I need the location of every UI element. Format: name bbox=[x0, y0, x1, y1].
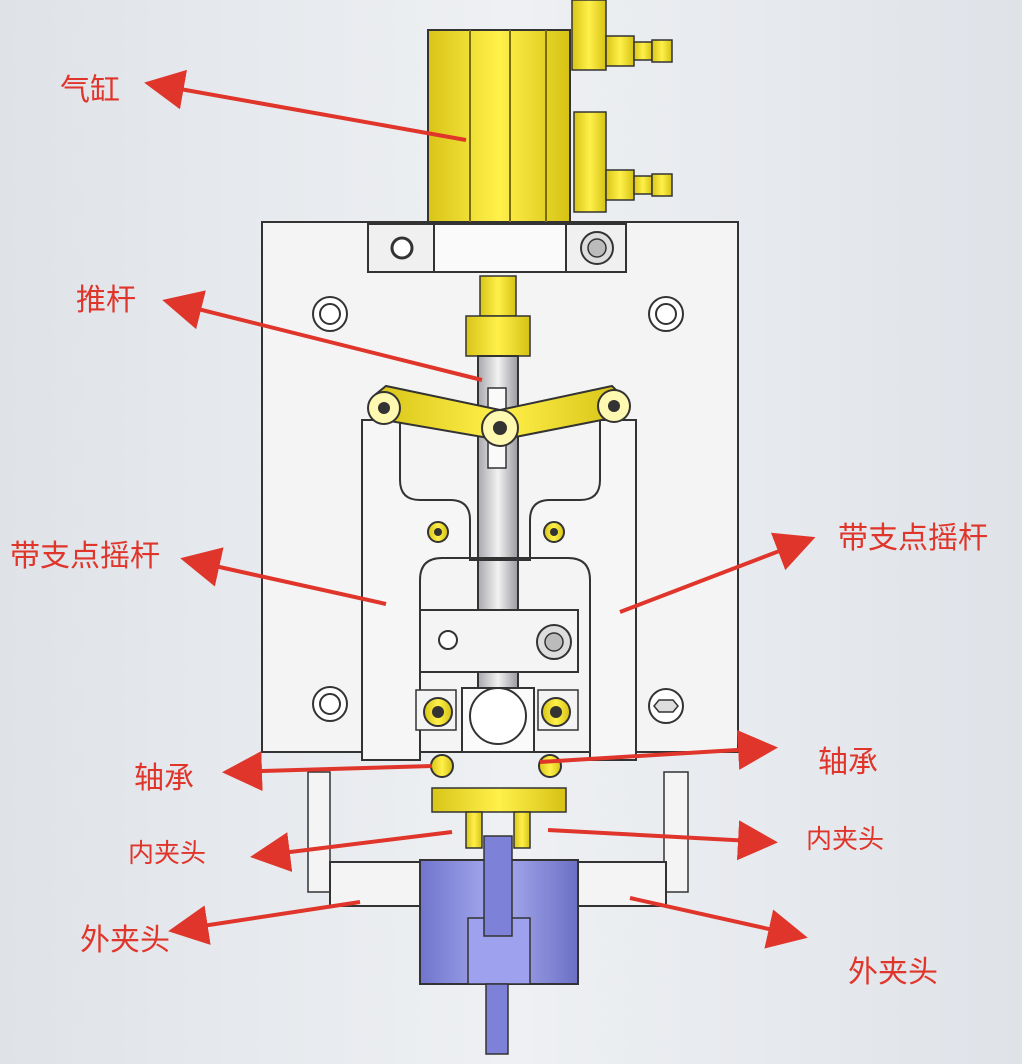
cylinder-mount-block bbox=[367, 223, 627, 273]
blue-chuck-body bbox=[419, 835, 579, 1055]
air-cylinder bbox=[427, 0, 673, 223]
label-rocker-right: 带支点摇杆 bbox=[838, 521, 988, 556]
label-rocker-left: 带支点摇杆 bbox=[10, 539, 160, 574]
label-cylinder: 气缸 bbox=[60, 73, 120, 108]
label-inner-chuck-right: 内夹头 bbox=[806, 825, 885, 855]
label-bearing-right: 轴承 bbox=[818, 745, 878, 780]
label-outer-chuck-right: 外夹头 bbox=[848, 955, 938, 990]
label-outer-chuck-left: 外夹头 bbox=[80, 923, 170, 958]
clamp-block bbox=[419, 609, 579, 753]
rocker-frame bbox=[361, 419, 637, 761]
pointer-arrows bbox=[144, 69, 816, 949]
label-push-rod: 推杆 bbox=[76, 283, 136, 318]
label-bearing-left: 轴承 bbox=[134, 761, 194, 796]
label-inner-chuck-left: 内夹头 bbox=[128, 839, 207, 869]
rocker-links bbox=[367, 384, 631, 447]
